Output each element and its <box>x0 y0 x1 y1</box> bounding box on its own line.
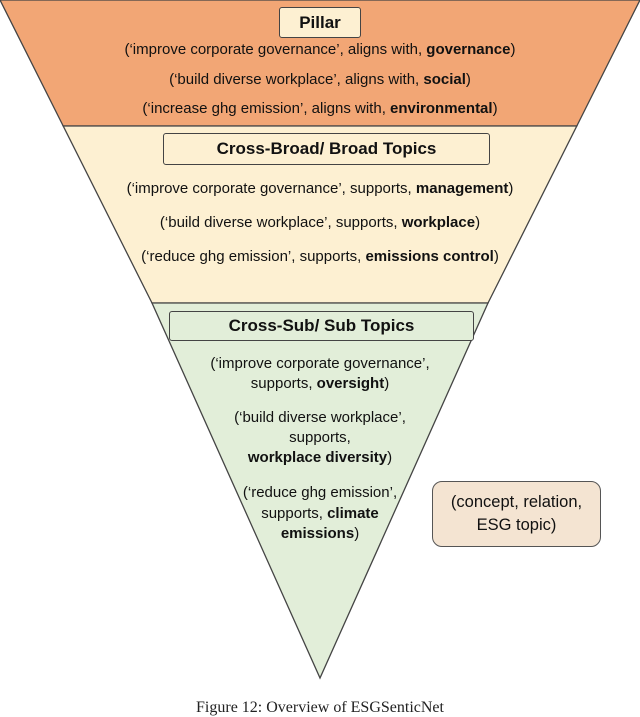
pillar-line-environmental: (‘increase ghg emission’, aligns with, e… <box>142 100 498 117</box>
sub-line-2b: supports, <box>289 429 351 446</box>
pillar-title: Pillar <box>299 12 341 32</box>
broad-line-workplace: (‘build diverse workplace’, supports, wo… <box>159 214 481 231</box>
sub-line-2a: (‘build diverse workplace’, <box>234 409 406 426</box>
pillar-line-governance: (‘improve corporate governance’, aligns … <box>124 41 516 58</box>
sub-line-emissions: emissions) <box>280 525 360 542</box>
sub-topics-title: Cross-Sub/ Sub Topics <box>228 316 415 335</box>
broad-topics-title-box: Cross-Broad/ Broad Topics <box>163 133 490 165</box>
pillar-line-social: (‘build diverse workplace’, aligns with,… <box>169 71 471 88</box>
broad-line-management: (‘improve corporate governance’, support… <box>126 180 514 197</box>
sub-line-3a: (‘reduce ghg emission’, <box>242 484 398 501</box>
sub-line-climate: supports, climate <box>261 505 379 522</box>
broad-line-emissions-control: (‘reduce ghg emission’, supports, emissi… <box>141 248 499 265</box>
pillar-title-box: Pillar <box>279 7 361 38</box>
sub-topics-title-box: Cross-Sub/ Sub Topics <box>169 311 474 341</box>
legend-line-1: (concept, relation, <box>450 493 583 511</box>
sub-line-workplace-diversity: workplace diversity) <box>247 449 393 466</box>
legend-line-2: ESG topic) <box>476 516 557 534</box>
sub-line-oversight: supports, oversight) <box>250 375 390 392</box>
legend-box: (concept, relation, ESG topic) <box>432 481 601 547</box>
broad-topics-title: Cross-Broad/ Broad Topics <box>216 139 437 158</box>
sub-line-1a: (‘improve corporate governance’, <box>210 355 430 372</box>
figure-caption: Figure 12: Overview of ESGSenticNet <box>196 699 444 716</box>
sub-topics-band <box>150 302 490 680</box>
